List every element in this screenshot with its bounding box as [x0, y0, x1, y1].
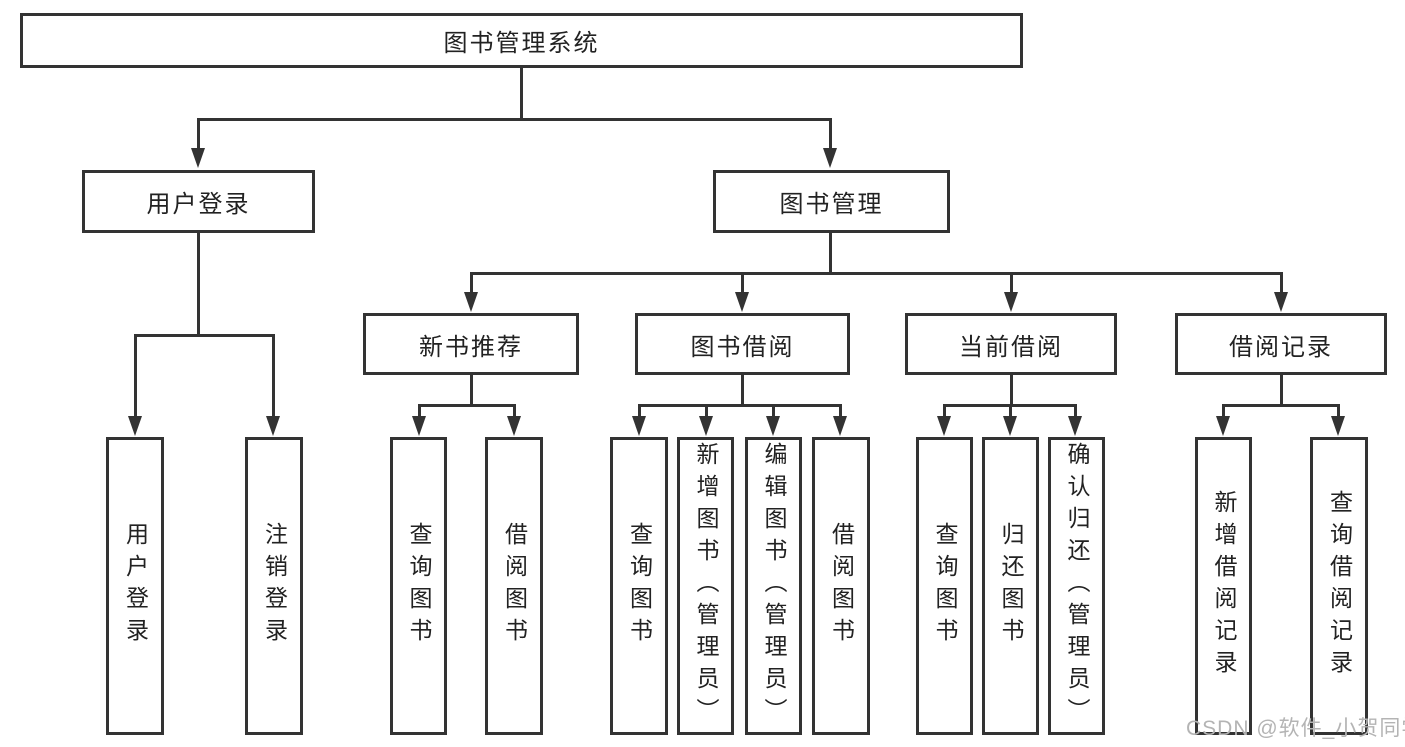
- node-label: 编辑图书（管理员）: [761, 442, 787, 730]
- connector: [197, 118, 200, 152]
- connector: [1222, 404, 1225, 418]
- connector: [772, 404, 775, 418]
- connector: [741, 375, 744, 406]
- connector: [1009, 404, 1012, 418]
- connector: [839, 404, 842, 418]
- connector: [197, 118, 832, 121]
- connector: [1010, 375, 1013, 406]
- leaf-logout: 注销登录: [245, 437, 303, 735]
- node-borrowing-records: 借阅记录: [1175, 313, 1387, 375]
- leaf-return-books: 归还图书: [982, 437, 1039, 735]
- connector: [741, 272, 744, 294]
- leaf-query-books-recommend: 查询图书: [390, 437, 447, 735]
- connector: [470, 272, 473, 294]
- node-label: 图书借阅: [690, 333, 795, 361]
- node-book-management: 图书管理: [713, 170, 950, 233]
- arrow-down-icon: [1331, 416, 1345, 436]
- connector: [1074, 404, 1077, 418]
- connector: [418, 404, 515, 407]
- arrow-down-icon: [937, 416, 951, 436]
- arrow-down-icon: [766, 416, 780, 436]
- node-label: 当前借阅: [959, 333, 1063, 361]
- node-label: 新书推荐: [419, 333, 523, 361]
- leaf-borrow-books-recommend: 借阅图书: [485, 437, 543, 735]
- connector: [1337, 404, 1340, 418]
- node-label: 确认归还（管理员）: [1064, 442, 1090, 730]
- arrow-down-icon: [632, 416, 646, 436]
- node-label: 图书管理系统: [443, 30, 600, 57]
- arrow-down-icon: [1003, 416, 1017, 436]
- leaf-user-login: 用户登录: [106, 437, 164, 735]
- node-label: 用户登录: [146, 191, 251, 218]
- node-new-book-recommend: 新书推荐: [363, 313, 579, 375]
- arrow-down-icon: [1004, 292, 1018, 312]
- connector: [638, 404, 842, 407]
- connector: [470, 375, 473, 406]
- leaf-query-books-borrowing: 查询图书: [610, 437, 668, 735]
- arrow-down-icon: [823, 148, 837, 168]
- arrow-down-icon: [699, 416, 713, 436]
- node-label: 查询图书: [406, 522, 432, 650]
- node-label: 新增借阅记录: [1211, 490, 1237, 682]
- leaf-query-borrow-record: 查询借阅记录: [1310, 437, 1368, 735]
- node-label: 查询图书: [932, 522, 958, 650]
- arrow-down-icon: [507, 416, 521, 436]
- node-book-borrowing: 图书借阅: [635, 313, 850, 375]
- connector: [134, 334, 275, 337]
- node-library-management-system: 图书管理系统: [20, 13, 1023, 68]
- node-label: 归还图书: [998, 522, 1024, 650]
- node-label: 注销登录: [261, 522, 288, 650]
- connector: [829, 118, 832, 152]
- connector: [638, 404, 641, 418]
- node-label: 用户登录: [122, 522, 149, 650]
- arrow-down-icon: [266, 416, 280, 436]
- connector: [705, 404, 708, 418]
- connector: [943, 404, 946, 418]
- node-label: 图书管理: [779, 191, 884, 218]
- connector: [418, 404, 421, 418]
- connector: [272, 334, 275, 418]
- connector: [134, 334, 137, 418]
- connector: [513, 404, 516, 418]
- leaf-borrow-books: 借阅图书: [812, 437, 870, 735]
- node-label: 借阅记录: [1229, 333, 1333, 361]
- csdn-watermark: CSDN @软件_小贺同学: [1186, 717, 1405, 740]
- arrow-down-icon: [1068, 416, 1082, 436]
- node-label: 新增图书（管理员）: [693, 442, 719, 730]
- connector: [1222, 404, 1339, 407]
- leaf-edit-books-admin: 编辑图书（管理员）: [745, 437, 802, 735]
- arrow-down-icon: [735, 292, 749, 312]
- connector: [470, 272, 1283, 275]
- leaf-query-books-current: 查询图书: [916, 437, 973, 735]
- connector: [520, 68, 523, 121]
- arrow-down-icon: [412, 416, 426, 436]
- leaf-add-books-admin: 新增图书（管理员）: [677, 437, 734, 735]
- arrow-down-icon: [1274, 292, 1288, 312]
- connector: [197, 233, 200, 337]
- arrow-down-icon: [833, 416, 847, 436]
- leaf-confirm-return-admin: 确认归还（管理员）: [1048, 437, 1105, 735]
- node-label: 借阅图书: [828, 522, 855, 650]
- arrow-down-icon: [1216, 416, 1230, 436]
- node-user-login: 用户登录: [82, 170, 315, 233]
- connector: [1280, 272, 1283, 294]
- connector: [1010, 272, 1013, 294]
- arrow-down-icon: [191, 148, 205, 168]
- connector: [829, 233, 832, 275]
- arrow-down-icon: [128, 416, 142, 436]
- node-label: 借阅图书: [501, 522, 528, 650]
- leaf-add-borrow-record: 新增借阅记录: [1195, 437, 1252, 735]
- node-label: 查询图书: [626, 522, 653, 650]
- node-label: 查询借阅记录: [1326, 490, 1353, 682]
- node-current-borrowing: 当前借阅: [905, 313, 1117, 375]
- arrow-down-icon: [464, 292, 478, 312]
- connector: [1280, 375, 1283, 406]
